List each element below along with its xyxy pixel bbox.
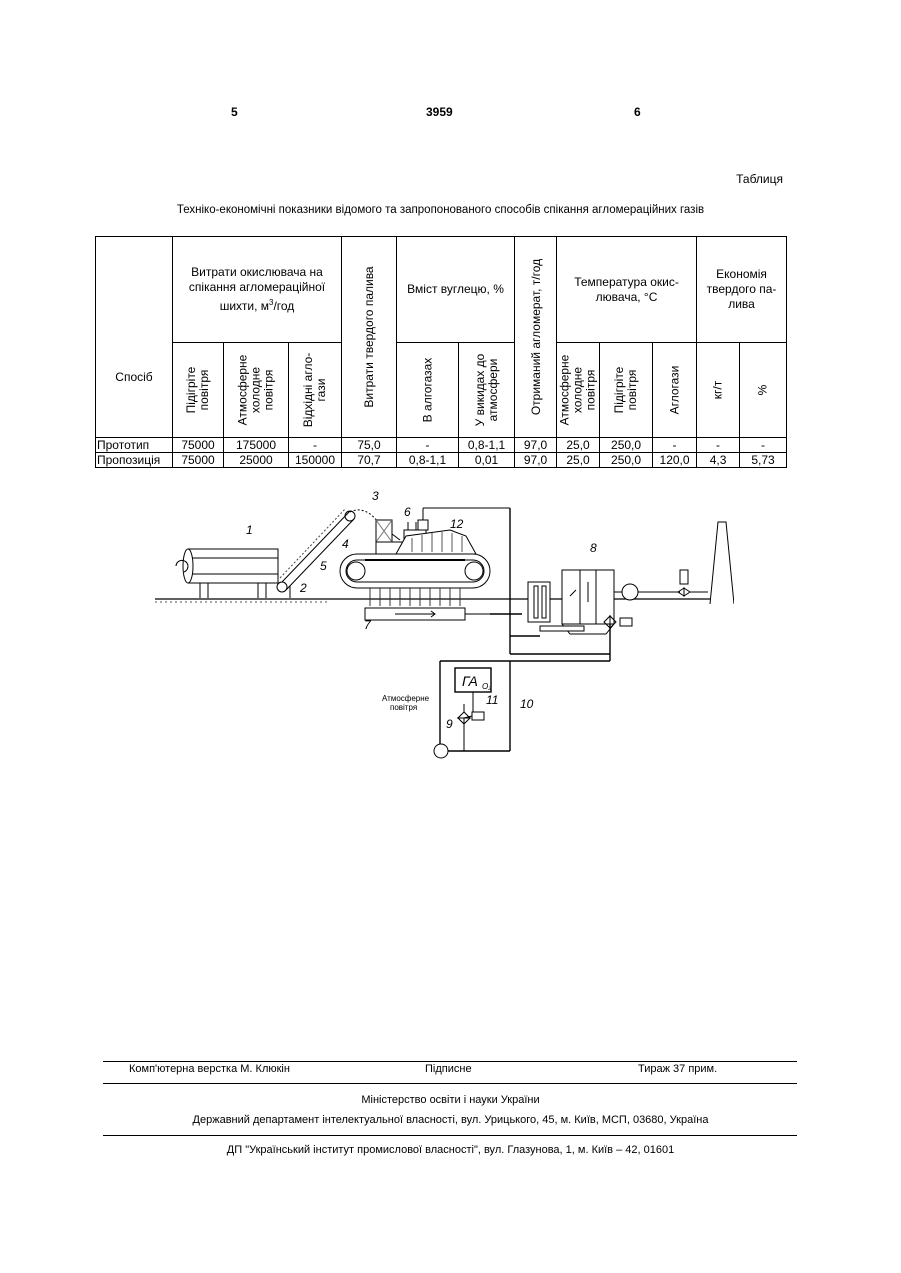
air-label-line2: повітря — [390, 703, 417, 712]
label-2: 2 — [299, 581, 307, 595]
gas-analyzer: ГА O₂ — [455, 668, 491, 716]
footer-rule-top — [103, 1061, 797, 1062]
suction-arrows — [370, 588, 460, 606]
air-fan — [434, 704, 484, 758]
sub-cold-air: Атмосферне холодне повітря — [224, 343, 289, 438]
air-label-line1: Атмосферне — [382, 694, 430, 703]
label-12: 12 — [450, 517, 464, 531]
table-row: Пропозиція 75000 25000 150000 70,7 0,8-1… — [96, 453, 787, 468]
page-number-left: 5 — [231, 105, 238, 119]
exhauster — [614, 570, 708, 600]
label-1: 1 — [246, 523, 253, 537]
analyzer-label: ГА — [462, 673, 478, 689]
patent-number: 3959 — [426, 105, 453, 119]
footer-publisher: ДП "Український інститут промислової вла… — [0, 1144, 901, 1156]
footer-circulation: Тираж 37 прим. — [638, 1063, 717, 1075]
inclined-conveyor — [277, 508, 355, 598]
header-carbon: Вміст вуглецю, % — [397, 237, 515, 343]
sub-economy-kg: кг/т — [697, 343, 740, 438]
sub-carbon-aglogas: В алгогазах — [397, 343, 459, 438]
sub-economy-pct: % — [740, 343, 787, 438]
label-11: 11 — [486, 693, 498, 707]
sub-heated-air: Підігріте повітря — [173, 343, 224, 438]
stack — [710, 522, 734, 604]
footer-layout: Комп'ютерна верстка М. Клюкін — [129, 1063, 290, 1075]
page-number-right: 6 — [634, 105, 641, 119]
label-9: 9 — [446, 717, 453, 731]
header-sinter: Отриманий агломерат, т/год — [515, 237, 557, 438]
process-diagram: ГА O₂ Атмосферне повітря 1 2 3 4 5 6 7 8… — [150, 486, 734, 766]
svg-text:O₂: O₂ — [482, 682, 491, 691]
label-5: 5 — [320, 559, 327, 573]
header-solid-fuel: Витрати твердого палива — [342, 237, 397, 438]
footer-department: Державний департамент інтелектуальної вл… — [0, 1114, 901, 1126]
table-row: Прототип 75000 175000 - 75,0 - 0,8-1,1 9… — [96, 438, 787, 453]
sinter-machine — [340, 554, 490, 588]
table-title: Техніко-економічні показники відомого та… — [0, 204, 881, 216]
footer-rule-middle — [103, 1083, 797, 1084]
sub-waste-gases: Відхідні агло-гази — [289, 343, 342, 438]
label-4: 4 — [342, 537, 349, 551]
sub-carbon-emissions: У викидах до атмосфери — [459, 343, 515, 438]
header-consumption: Витрати окислювача на спікання агломерац… — [173, 237, 342, 343]
data-table: Спосіб Витрати окислювача на спікання аг… — [95, 236, 787, 468]
label-6: 6 — [404, 505, 411, 519]
sub-temp-heated-air: Підігріте повітря — [600, 343, 653, 438]
sub-temp-aglogas: Аглогази — [653, 343, 697, 438]
footer-signed: Підписне — [425, 1063, 472, 1075]
sub-temp-cold-air: Атмосферне холодне повітря — [557, 343, 600, 438]
header-economy: Економія твердого па-лива — [697, 237, 787, 343]
label-3: 3 — [372, 489, 379, 503]
footer-ministry: Міністерство освіти і науки України — [0, 1094, 901, 1106]
label-8: 8 — [590, 541, 597, 555]
header-temperature: Температура окис-лювача, °С — [557, 237, 697, 343]
label-10: 10 — [520, 697, 534, 711]
table-caption: Таблиця — [736, 172, 783, 186]
drum-mixer — [176, 549, 278, 598]
header-method: Спосіб — [96, 237, 173, 438]
precipitator — [528, 570, 614, 634]
hopper — [350, 510, 392, 542]
gas-collector — [365, 608, 512, 620]
footer-rule-bottom — [103, 1135, 797, 1136]
